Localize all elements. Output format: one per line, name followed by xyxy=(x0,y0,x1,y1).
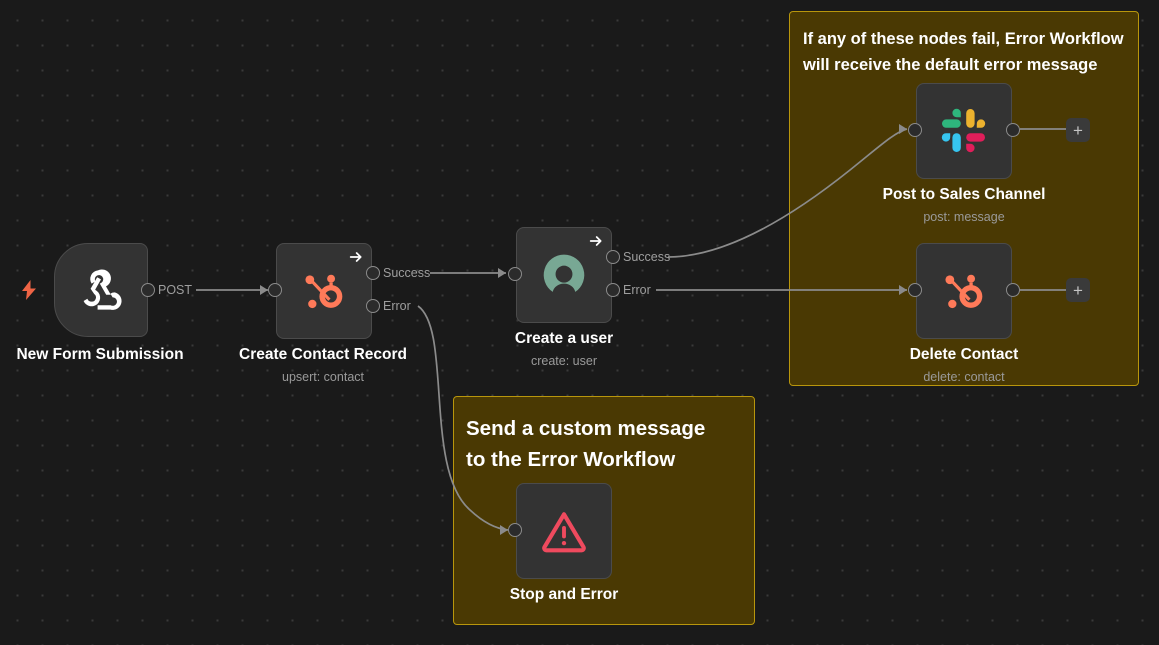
arrow-tip-to-stop xyxy=(500,524,508,535)
webhook-icon xyxy=(83,269,122,310)
node-label-post-to-sales-channel: Post to Sales Channel xyxy=(882,186,1046,203)
arrow-tip-to-delete xyxy=(899,284,907,295)
arrow-tip-to-user xyxy=(498,267,506,278)
sticky-note-custom-message-text: Send a custom message to the Error Workf… xyxy=(466,417,706,471)
node-label-new-form-submission: New Form Submission xyxy=(16,346,184,363)
port-label-contact-error: Error xyxy=(383,299,411,313)
endpoint-user-input[interactable] xyxy=(508,267,522,281)
endpoint-contact-success[interactable] xyxy=(366,266,380,280)
add-node-after-delete-button[interactable]: + xyxy=(1066,278,1090,302)
sticky-note-error-workflow-text: If any of these nodes fail, Error Workfl… xyxy=(803,30,1124,74)
node-stop-and-error[interactable] xyxy=(516,483,612,579)
endpoint-slack-input[interactable] xyxy=(908,123,922,137)
endpoint-delete-output[interactable] xyxy=(1006,283,1020,297)
node-post-to-sales-channel[interactable] xyxy=(916,83,1012,179)
node-label-delete-contact: Delete Contact xyxy=(909,346,1019,363)
endpoint-slack-output[interactable] xyxy=(1006,123,1020,137)
arrow-right-badge-icon-user xyxy=(588,233,604,249)
port-label-user-success: Success xyxy=(623,250,671,264)
node-label-create-a-user: Create a user xyxy=(514,330,614,347)
endpoint-delete-input[interactable] xyxy=(908,283,922,297)
node-new-form-submission[interactable] xyxy=(54,243,148,337)
port-label-post: POST xyxy=(158,283,193,297)
trigger-bolt-icon xyxy=(20,280,38,300)
hubspot-icon xyxy=(945,274,983,309)
node-create-a-user[interactable] xyxy=(516,227,612,323)
arrow-tip-to-contact xyxy=(260,284,268,295)
node-label-create-contact-record: Create Contact Record xyxy=(239,346,407,363)
node-delete-contact[interactable] xyxy=(916,243,1012,339)
port-label-contact-success: Success xyxy=(383,266,431,280)
endpoint-contact-input[interactable] xyxy=(268,283,282,297)
node-subtitle-post-to-sales-channel: post: message xyxy=(923,210,1005,224)
slack-icon xyxy=(941,108,986,153)
warning-triangle-icon xyxy=(542,512,586,553)
node-subtitle-delete-contact: delete: contact xyxy=(923,370,1005,384)
add-node-after-slack-button[interactable]: + xyxy=(1066,118,1090,142)
node-label-stop-and-error: Stop and Error xyxy=(509,586,619,603)
endpoint-form-output[interactable] xyxy=(141,283,155,297)
arrow-right-badge-icon-contact xyxy=(348,249,364,265)
zendesk-icon xyxy=(543,254,585,292)
endpoint-user-error[interactable] xyxy=(606,283,620,297)
port-label-user-error: Error xyxy=(623,283,651,297)
node-subtitle-create-contact-record: upsert: contact xyxy=(282,370,364,384)
node-create-contact-record[interactable] xyxy=(276,243,372,339)
endpoint-contact-error[interactable] xyxy=(366,299,380,313)
arrow-tip-to-slack xyxy=(899,123,907,134)
endpoint-stop-input[interactable] xyxy=(508,523,522,537)
hubspot-icon xyxy=(305,274,343,309)
node-subtitle-create-a-user: create: user xyxy=(530,354,598,368)
endpoint-user-success[interactable] xyxy=(606,250,620,264)
